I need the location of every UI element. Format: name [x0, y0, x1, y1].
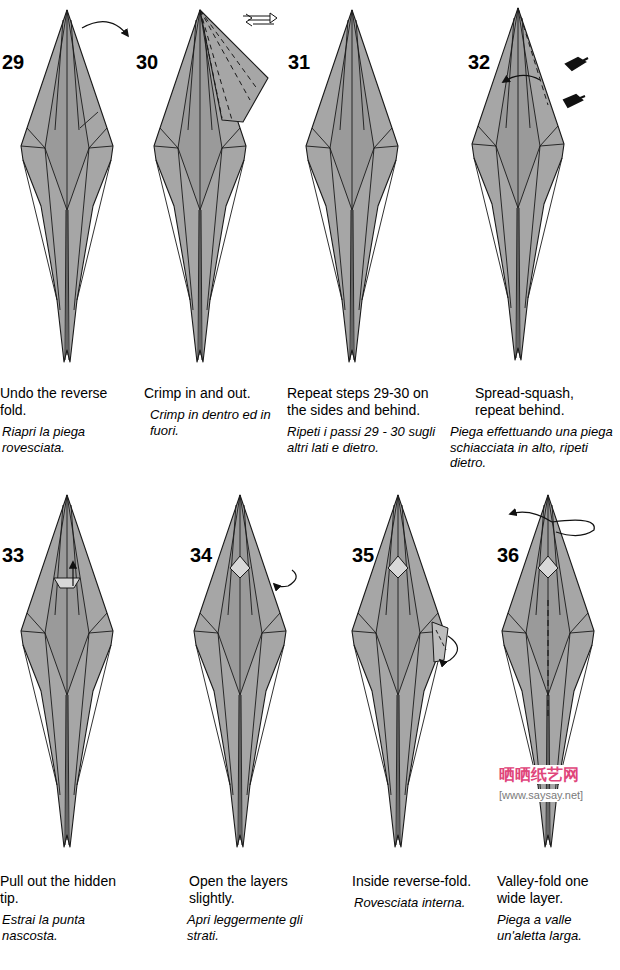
step-35-figure: [352, 495, 458, 847]
step-33-figure: [21, 495, 113, 847]
step-caption: Pull out the hidden tip.: [0, 873, 135, 907]
step-number: 33: [2, 545, 24, 565]
step-number: 29: [2, 52, 24, 72]
step-caption: Undo the reverse fold.: [0, 385, 135, 419]
step-31-figure: [306, 10, 398, 362]
step-number: 30: [136, 52, 158, 72]
step-caption: Repeat steps 29-30 on the sides and behi…: [287, 385, 439, 419]
step-number: 35: [352, 545, 374, 565]
step-number: 36: [497, 545, 519, 565]
step-caption-italian: Piega a valle un'aletta larga.: [497, 912, 615, 943]
step-caption: Inside reverse-fold.: [352, 873, 492, 890]
watermark-url: [www.saysay.net]: [497, 789, 585, 802]
step-caption: Spread-squash, repeat behind.: [475, 385, 615, 419]
step-caption: Valley-fold one wide layer.: [497, 873, 615, 907]
step-caption-italian: Crimp in dentro ed in fuori.: [150, 407, 280, 438]
step-29-figure: [21, 10, 128, 362]
watermark: 晒晒纸艺网: [497, 765, 581, 784]
step-number: 34: [190, 545, 212, 565]
step-30-figure: [154, 10, 277, 362]
step-caption-italian: Riapri la piega rovesciata.: [2, 424, 137, 455]
step-caption: Crimp in and out.: [144, 385, 279, 402]
step-caption-italian: Apri leggermente gli strati.: [187, 912, 327, 943]
step-number: 31: [288, 52, 310, 72]
step-caption-italian: Ripeti i passi 29 - 30 sugli altri lati …: [287, 424, 445, 455]
step-caption: Open the layers slightly.: [189, 873, 329, 907]
step-number: 32: [468, 52, 490, 72]
step-caption-italian: Estrai la punta nascosta.: [2, 912, 137, 943]
step-caption-italian: Piega effettuando una piega schiacciata …: [450, 424, 616, 471]
step-caption-italian: Rovesciata interna.: [354, 895, 492, 911]
